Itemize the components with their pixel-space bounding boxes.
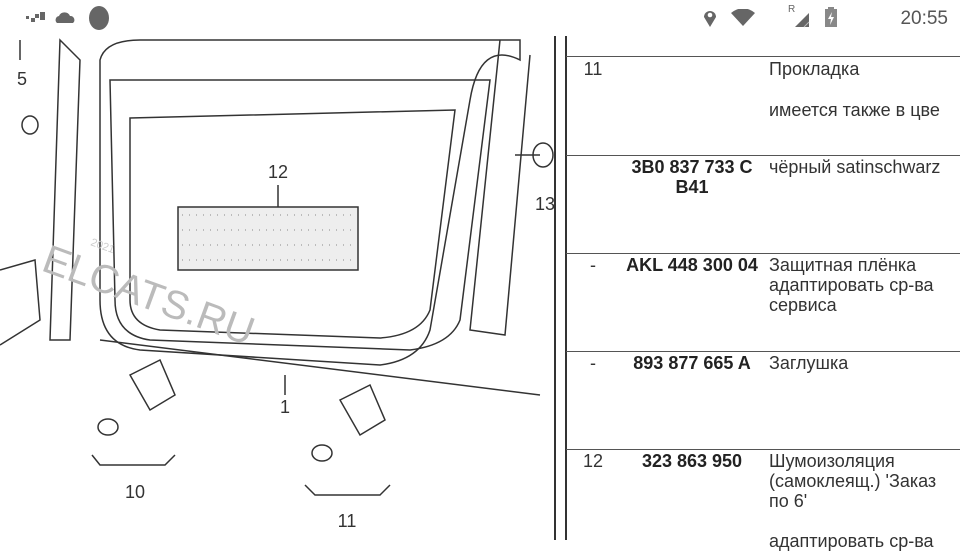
description-line: Заглушка <box>769 353 849 373</box>
label-1: 1 <box>280 397 290 417</box>
clip-part-11 <box>338 383 386 437</box>
label-13: 13 <box>535 194 555 214</box>
description-line: сервиса <box>769 295 837 315</box>
bracket-11 <box>304 484 391 496</box>
row-divider <box>566 155 960 156</box>
cloud-icon <box>55 12 75 23</box>
clock: 20:55 <box>900 8 948 29</box>
description-line: Защитная плёнка <box>769 255 917 275</box>
row-divider <box>566 449 960 450</box>
circle-icon <box>89 6 109 30</box>
label-10: 10 <box>125 482 145 502</box>
door-opening <box>129 109 456 339</box>
insulation-texture <box>182 214 355 261</box>
battery-charging-icon <box>825 7 837 27</box>
hinge-part <box>0 259 41 346</box>
part-number-cell[interactable]: 3B0 837 733 C B41 <box>631 157 753 197</box>
clip-part-10 <box>128 358 176 412</box>
description-line: Шумоизоляция <box>769 451 895 471</box>
description-line: (самоклеящ.) 'Заказ <box>769 471 937 491</box>
pin-part-10 <box>97 418 119 436</box>
signal-dots-icon <box>26 12 45 22</box>
label-11: 11 <box>338 511 357 531</box>
table-border <box>565 36 567 540</box>
clip-part <box>21 115 39 135</box>
part-number-cell[interactable]: AKL 448 300 04 <box>626 255 758 275</box>
status-bar: R 20:55 <box>0 0 960 36</box>
position-cell: 12 <box>582 451 604 471</box>
location-icon <box>704 11 716 27</box>
label-5: 5 <box>17 69 27 89</box>
wifi-icon <box>731 9 755 26</box>
description-line: Прокладка <box>769 59 860 79</box>
door-bottom-edge <box>99 339 541 396</box>
door-inner-panel <box>109 79 491 351</box>
bracket-10 <box>91 454 176 466</box>
parts-diagram[interactable]: 12 5 13 1 10 11 ELCATS.RU 2021 <box>0 36 556 540</box>
part-number-cell[interactable]: 893 877 665 A <box>633 353 751 373</box>
row-divider <box>566 351 960 352</box>
description-line: по 6' <box>769 491 808 511</box>
description-line: адаптировать ср-ва <box>769 275 934 295</box>
position-cell: 11 <box>583 59 603 79</box>
door-seal-strip <box>49 38 81 341</box>
label-12: 12 <box>268 162 288 182</box>
door-frame-edge <box>469 39 531 336</box>
plug-part-13 <box>532 142 554 168</box>
row-divider <box>566 253 960 254</box>
part-number-cell[interactable]: 323 863 950 <box>641 451 743 471</box>
sound-insulation-pad <box>177 206 359 271</box>
pin-part-11 <box>311 444 333 462</box>
position-cell: - <box>590 353 596 373</box>
cell-signal-icon <box>795 13 810 28</box>
divider <box>554 36 556 540</box>
roaming-label: R <box>788 4 796 15</box>
row-divider <box>566 56 960 57</box>
description-line: адаптировать ср-ва <box>769 531 934 551</box>
position-cell: - <box>590 255 596 275</box>
description-line: чёрный satinschwarz <box>769 157 941 177</box>
description-line: имеется также в цве <box>769 100 940 120</box>
